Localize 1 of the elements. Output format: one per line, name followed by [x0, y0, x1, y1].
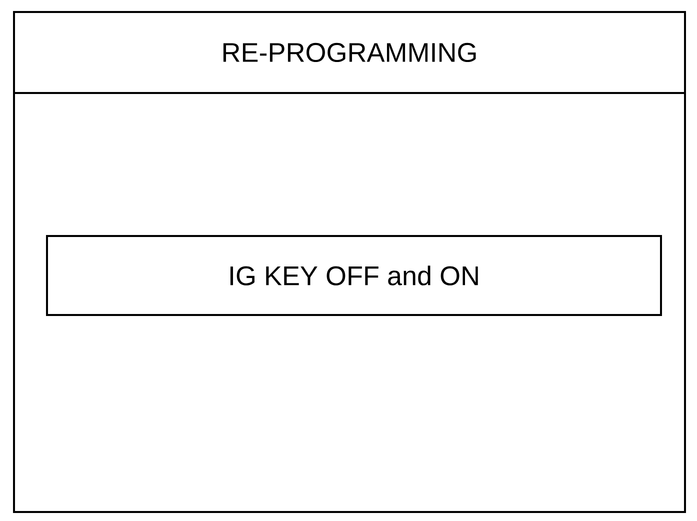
process-box: IG KEY OFF and ON: [46, 234, 662, 316]
